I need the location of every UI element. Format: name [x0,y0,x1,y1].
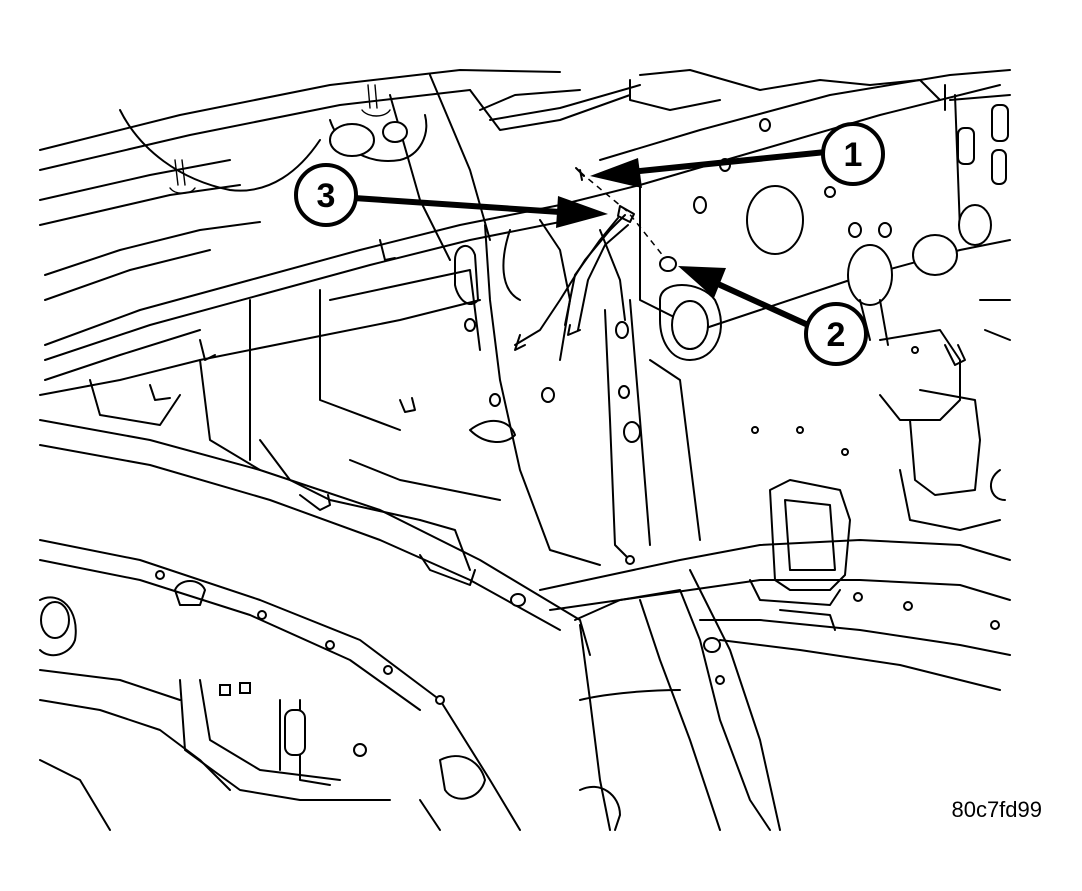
callout-3-label: 3 [317,177,336,215]
wiring-harness [514,214,629,351]
target-features [575,167,677,272]
lower-left-frame [39,580,621,831]
inner-wheelhouse [39,239,516,571]
image-reference-code: 80c7fd99 [951,797,1042,822]
callout-3: 3 [294,163,358,227]
right-upper-panel [599,69,1011,331]
callout-1: 1 [821,122,885,186]
callout-1-label: 1 [844,136,863,174]
lower-cross-rails [39,419,1011,831]
cowl-studs [169,84,408,194]
shock-tower [454,219,722,566]
callout-2: 2 [804,302,868,366]
callout-arrows [353,149,827,328]
callout-2-label: 2 [827,316,846,354]
center-support [574,569,781,831]
right-brackets [749,299,1011,631]
